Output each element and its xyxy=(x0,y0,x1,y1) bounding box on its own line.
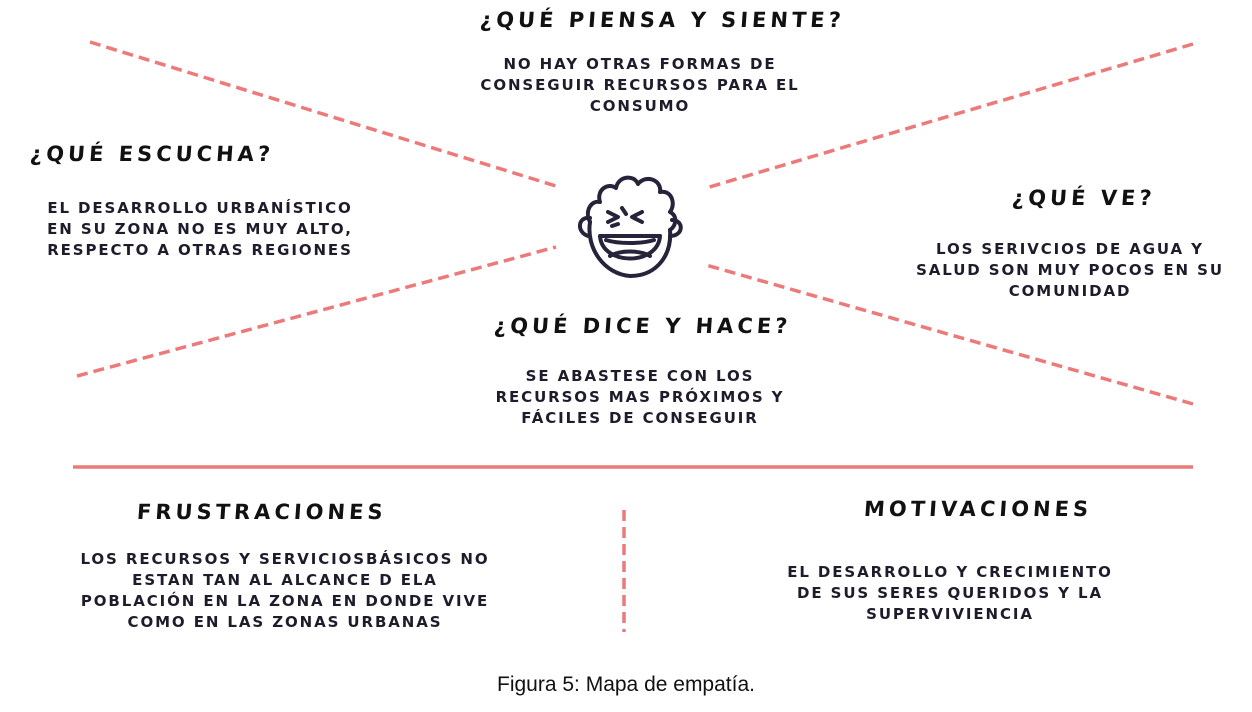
text-line: SALUD SON MUY POCOS EN SU xyxy=(916,261,1224,279)
text-line: NO HAY OTRAS FORMAS DE xyxy=(503,55,777,73)
heading-frustraciones: FRUSTRACIONES xyxy=(136,500,388,524)
text-line: FÁCILES DE CONSEGUIR xyxy=(521,409,759,427)
text-line: CONSUMO xyxy=(589,97,691,115)
text-line: LOS SERIVCIOS DE AGUA Y xyxy=(936,240,1204,258)
text-frustraciones: LOS RECURSOS Y SERVICIOSBÁSICOS NO ESTAN… xyxy=(60,549,510,633)
heading-piensa-siente: ¿QUÉ PIENSA Y SIENTE? xyxy=(479,8,846,32)
diagonal-bottom-left xyxy=(76,245,557,378)
text-line: ESTAN TAN AL ALCANCE D ELA xyxy=(132,571,438,589)
text-line: POBLACIÓN EN LA ZONA EN DONDE VIVE xyxy=(80,592,490,610)
text-line: RESPECTO A OTRAS REGIONES xyxy=(47,241,353,259)
text-line: RECURSOS MAS PRÓXIMOS Y xyxy=(495,388,785,406)
heading-dice-hace: ¿QUÉ DICE Y HACE? xyxy=(493,314,793,338)
text-line: EN SU ZONA NO ES MUY ALTO, xyxy=(47,220,353,238)
text-line: EL DESARROLLO URBANÍSTICO xyxy=(47,199,353,217)
text-line: EL DESARROLLO Y CRECIMIENTO xyxy=(787,563,1113,581)
text-line: SE ABASTESE CON LOS xyxy=(525,367,755,385)
text-motivaciones: EL DESARROLLO Y CRECIMIENTO DE SUS SERES… xyxy=(770,562,1130,625)
text-piensa-siente: NO HAY OTRAS FORMAS DE CONSEGUIR RECURSO… xyxy=(470,54,810,117)
text-line: LOS RECURSOS Y SERVICIOSBÁSICOS NO xyxy=(80,550,490,568)
laughing-face-icon xyxy=(578,175,683,278)
text-line: COMO EN LAS ZONAS URBANAS xyxy=(127,613,443,631)
text-line: SUPERVIVIENCIA xyxy=(866,605,1034,623)
heading-escucha: ¿QUÉ ESCUCHA? xyxy=(29,142,275,166)
diagonal-top-left xyxy=(89,40,557,188)
heading-motivaciones: MOTIVACIONES xyxy=(863,497,1093,521)
text-line: COMUNIDAD xyxy=(1008,282,1132,300)
text-dice-hace: SE ABASTESE CON LOS RECURSOS MAS PRÓXIMO… xyxy=(470,366,810,429)
text-escucha: EL DESARROLLO URBANÍSTICO EN SU ZONA NO … xyxy=(30,198,370,261)
heading-ve: ¿QUÉ VE? xyxy=(1011,186,1157,210)
figure-caption: Figura 5: Mapa de empatía. xyxy=(497,673,755,696)
text-ve: LOS SERIVCIOS DE AGUA Y SALUD SON MUY PO… xyxy=(905,239,1235,302)
text-line: DE SUS SERES QUERIDOS Y LA xyxy=(797,584,1103,602)
text-line: CONSEGUIR RECURSOS PARA EL xyxy=(480,76,800,94)
